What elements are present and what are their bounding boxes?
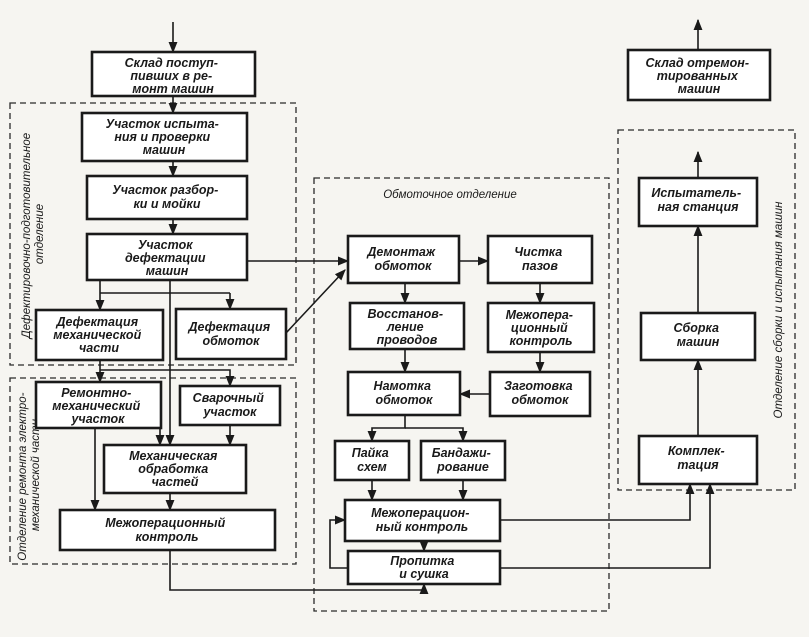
outgoing-storage-block: Склад отремон- тированных машин <box>626 48 772 102</box>
defect-area-block: Участок дефектации машин <box>85 232 249 282</box>
svg-text:Дефектация механической: Дефектация механической части <box>53 315 144 355</box>
svg-text:Чистка пазов: Чистка пазов <box>514 245 565 273</box>
svg-text:Демонтаж обмоток: Демонтаж обмоток <box>366 245 438 273</box>
svg-text:Участок дефектации: Участок дефектации машин <box>125 238 209 278</box>
svg-text:Участок разбор- ки и мой: Участок разбор- ки и мойки <box>112 183 222 211</box>
winding-section-label: Обмоточное отделение <box>383 189 517 201</box>
soldering-block: Пайка схем <box>333 439 411 482</box>
svg-text:Ремонтно- механический: Ремонтно- механический участок <box>52 386 143 426</box>
line-control1-to-impregnation <box>169 550 429 595</box>
svg-text:Восстанов- ление п: Восстанов- ление проводов <box>367 307 446 347</box>
repair-section-label: Отделение ремонта электро- механической … <box>17 389 42 560</box>
impregnation-drying-block: Пропитка и сушка <box>346 549 502 586</box>
assembly-section-label: Отделение сборки и испытания машин <box>773 201 785 419</box>
interop-control-2-block: Межопера- ционный контроль <box>486 301 596 354</box>
svg-text:Межоперацион- ный контро: Межоперацион- ный контроль <box>371 506 473 534</box>
machining-block: Механическая обработка частей <box>102 443 248 495</box>
svg-text:Испытатель- ная станция: Испытатель- ная станция <box>651 186 744 214</box>
arrow-winding-defect-to-winding-removal <box>285 269 346 334</box>
svg-text:Бандажи- рование: Бандажи- рование <box>432 446 495 474</box>
branch-winding-to-solder-band <box>367 415 406 443</box>
svg-text:Участок испыта- ния и пр: Участок испыта- ния и проверки машин <box>106 117 223 157</box>
defect-section-label: Дефектировочно-подготовительное отделени… <box>21 130 46 341</box>
repair-mech-block: Ремонтно- механический участок <box>34 380 163 430</box>
svg-text:Пропитка и сушка: Пропитка и сушка <box>390 554 458 581</box>
svg-text:Склад отремон- тированны: Склад отремон- тированных машин <box>645 56 752 96</box>
disassembly-washing-block: Участок разбор- ки и мойки <box>85 174 249 221</box>
svg-text:Пайка схем: Пайка схем <box>352 446 393 474</box>
testing-inspection-block: Участок испыта- ния и проверки машин <box>80 111 249 163</box>
arrow-impregnation-to-kitting <box>500 482 715 569</box>
svg-text:Заготовка обмоток: Заготовка обмоток <box>504 379 576 407</box>
kitting-block: Комплек- тация <box>637 434 759 486</box>
loop-impregnation-back-to-control3 <box>329 515 348 569</box>
svg-text:Комплек- тация: Комплек- тация <box>668 444 728 472</box>
svg-text:Сварочный участок: Сварочный участок <box>193 391 268 419</box>
slot-cleaning-block: Чистка пазов <box>486 234 594 285</box>
coil-prep-block: Заготовка обмоток <box>488 370 592 418</box>
winding-removal-block: Демонтаж обмоток <box>346 234 461 285</box>
svg-text:Межоперационный контроль: Межоперационный контроль <box>105 516 228 544</box>
svg-text:Межопера- ционный: Межопера- ционный контроль <box>506 308 577 348</box>
interop-control-1-block: Межоперационный контроль <box>58 508 277 552</box>
test-station-block: Испытатель- ная станция <box>637 176 759 228</box>
winding-defect-block: Дефектация обмоток <box>174 307 288 361</box>
wire-restore-block: Восстанов- ление проводов <box>348 301 466 351</box>
defect-section-frame <box>9 102 297 366</box>
svg-text:Склад поступ- пивших в р: Склад поступ- пивших в ре- монт машин <box>125 56 222 96</box>
incoming-storage-block: Склад поступ- пивших в ре- монт машин <box>90 50 257 98</box>
arrow-mech-defect-to-welding <box>100 369 235 388</box>
machine-assembly-block: Сборка машин <box>639 311 757 362</box>
winding-coils-block: Намотка обмоток <box>346 370 462 417</box>
arrow-control3-to-kitting <box>500 482 695 521</box>
winding-section-frame <box>313 177 610 612</box>
welding-block: Сварочный участок <box>178 384 282 427</box>
svg-text:Механическая обработка: Механическая обработка частей <box>129 449 221 489</box>
mech-defect-block: Дефектация механической части <box>34 308 165 362</box>
flow-connectors <box>90 18 715 595</box>
interop-control-3-block: Межоперацион- ный контроль <box>343 498 502 543</box>
svg-text:Сборка машин: Сборка машин <box>674 321 723 349</box>
repair-section-frame <box>9 377 297 565</box>
svg-text:Дефектация обмоток: Дефектация обмоток <box>187 320 273 348</box>
banding-block: Бандажи- рование <box>419 439 507 482</box>
svg-text:Намотка обмоток: Намотка обмоток <box>374 379 435 407</box>
arrow-winding-to-banding <box>405 427 468 443</box>
